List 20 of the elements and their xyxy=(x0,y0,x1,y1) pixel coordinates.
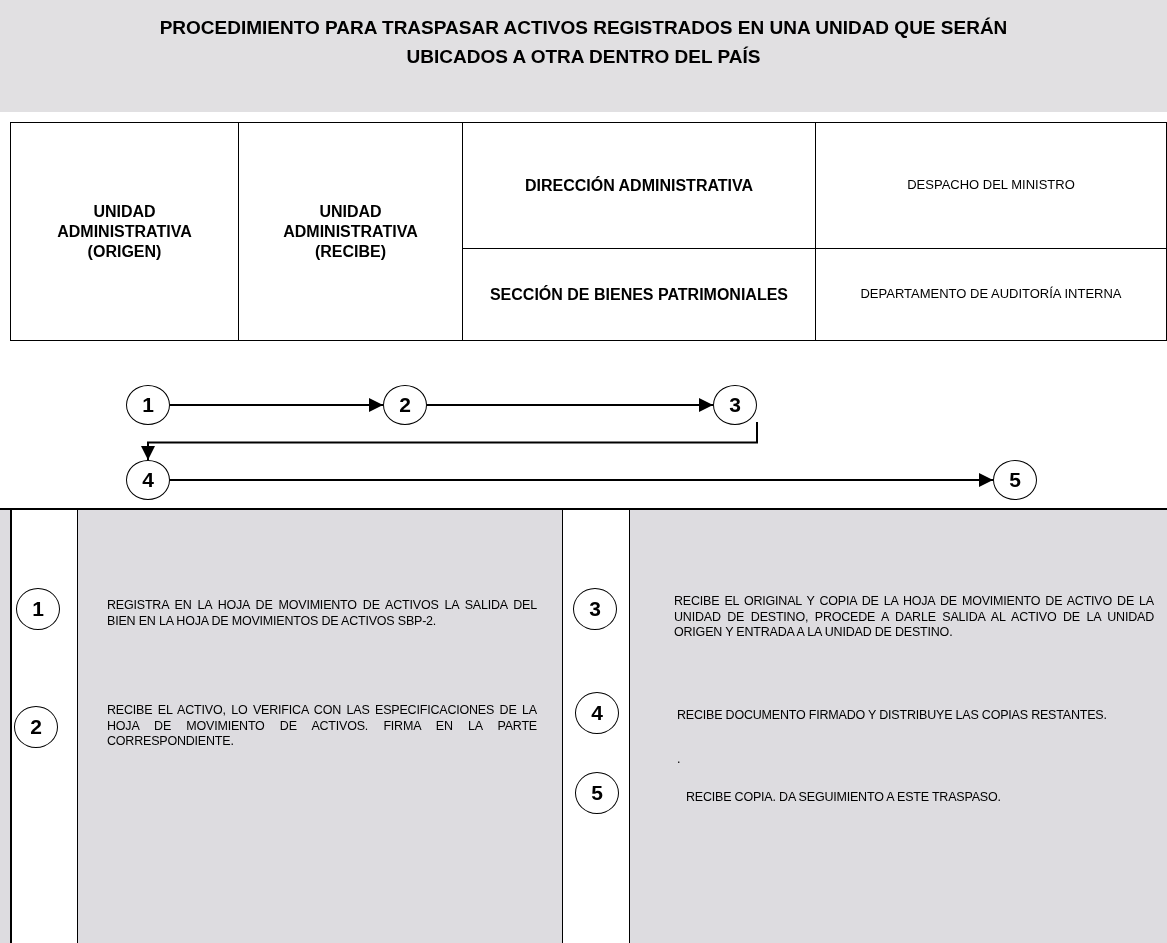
step-circle: 5 xyxy=(993,460,1037,500)
step-description: RECIBE DOCUMENTO FIRMADO Y DISTRIBUYE LAS COPIAS RESTANTES. xyxy=(677,708,1108,724)
column-header: UNIDAD ADMINISTRATIVA (ORIGEN) xyxy=(10,122,239,341)
step-circle: 4 xyxy=(126,460,170,500)
arrow xyxy=(141,421,758,461)
arrow xyxy=(426,398,714,412)
column-header: DEPARTAMENTO DE AUDITORÍA INTERNA xyxy=(815,248,1167,341)
step-description: RECIBE EL ACTIVO, LO VERIFICA CON LAS ESPECIFICACIONES DE LA HOJA DE MOVIMIENTO DE ACTIVOS. FIRMA EN LA PARTE CORRESPONDIENTE. xyxy=(107,703,537,750)
dot-mark: . xyxy=(677,752,682,768)
step-circle: 3 xyxy=(713,385,757,425)
step-circle: 1 xyxy=(126,385,170,425)
step-description: RECIBE COPIA. DA SEGUIMIENTO A ESTE TRASPASO. xyxy=(686,790,1002,806)
step-circle: 2 xyxy=(383,385,427,425)
arrow xyxy=(169,398,384,412)
column-header: DESPACHO DEL MINISTRO xyxy=(815,122,1167,249)
step-description: REGISTRA EN LA HOJA DE MOVIMIENTO DE ACTIVOS LA SALIDA DEL BIEN EN LA HOJA DE MOVIMIENTOS DE ACTIVOS SBP-2. xyxy=(107,598,537,630)
column-header: UNIDAD ADMINISTRATIVA (RECIBE) xyxy=(238,122,463,341)
arrow xyxy=(169,473,994,487)
title: PROCEDIMIENTO PARA TRASPASAR ACTIVOS REGISTRADOS EN UNA UNIDAD QUE SERÁN UBICADOS A OTRA DENTRO DEL PAÍS xyxy=(158,16,1009,69)
step-description: RECIBE EL ORIGINAL Y COPIA DE LA HOJA DE MOVIMIENTO DE ACTIVO DE LA UNIDAD DE DESTINO, PROCEDE A DARLE SALIDA AL ACTIVO DE LA UNIDAD ORIGEN Y ENTRADA A LA UNIDAD DE DESTINO. xyxy=(674,594,1154,641)
